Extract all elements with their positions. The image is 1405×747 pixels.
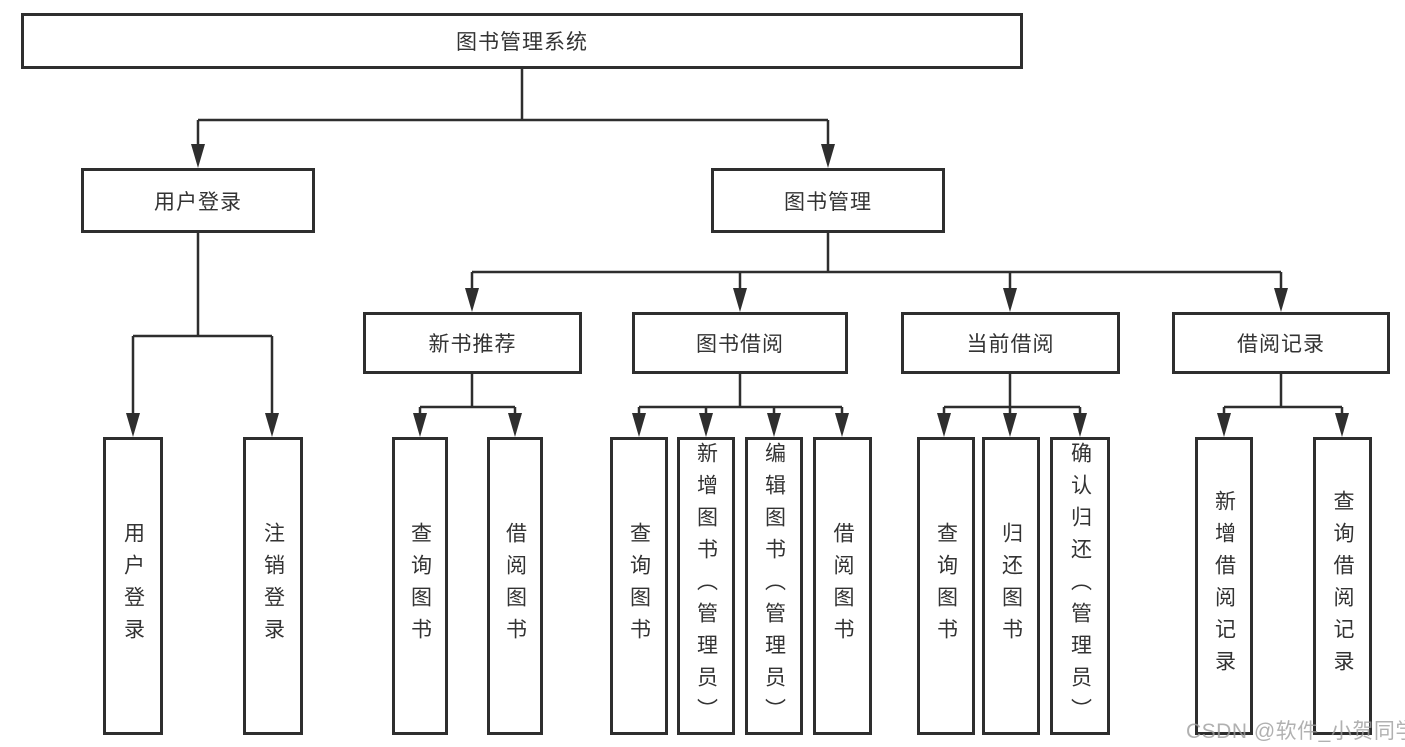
node-book-borrowing: 图书借阅 (632, 312, 848, 374)
node-current-borrowing: 当前借阅 (901, 312, 1120, 374)
leaf-edit-books-admin: 编辑图书（管理员） (745, 437, 803, 735)
leaf-borrow-books-2: 借阅图书 (813, 437, 872, 735)
leaf-query-books-1: 查询图书 (392, 437, 448, 735)
node-new-book-recommendation: 新书推荐 (363, 312, 582, 374)
leaf-query-borrow-record: 查询借阅记录 (1313, 437, 1372, 735)
leaf-user-login: 用户登录 (103, 437, 163, 735)
node-borrowing-records: 借阅记录 (1172, 312, 1390, 374)
leaf-add-borrow-record: 新增借阅记录 (1195, 437, 1253, 735)
leaf-logout: 注销登录 (243, 437, 303, 735)
leaf-query-books-2: 查询图书 (610, 437, 668, 735)
node-book-management: 图书管理 (711, 168, 945, 233)
leaf-add-books-admin: 新增图书（管理员） (677, 437, 735, 735)
leaf-borrow-books-1: 借阅图书 (487, 437, 543, 735)
node-root-library-system: 图书管理系统 (21, 13, 1023, 69)
arrowheads (126, 144, 1349, 437)
leaf-query-books-3: 查询图书 (917, 437, 975, 735)
leaf-confirm-return-admin: 确认归还（管理员） (1050, 437, 1110, 735)
csdn-watermark: CSDN @软件_小贺同学 (1186, 720, 1405, 743)
leaf-return-books: 归还图书 (982, 437, 1040, 735)
node-user-login: 用户登录 (81, 168, 315, 233)
